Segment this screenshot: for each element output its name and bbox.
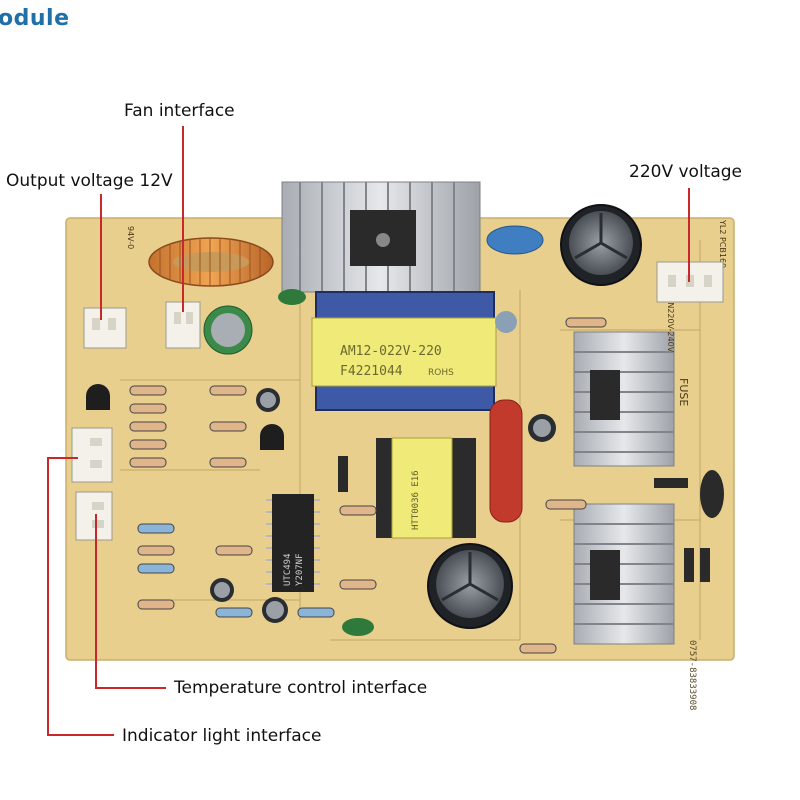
transformer-label-1: AM12-022V-220 [340, 344, 442, 359]
capacitor-large-top [560, 204, 642, 286]
right-heatsink-top [573, 331, 675, 467]
indicator-callout-line [47, 457, 114, 736]
resistors [129, 317, 607, 654]
indicator-interface-label: Indicator light interface [122, 726, 322, 746]
pwm-ic: UTC494 Y207NF [266, 494, 320, 592]
silk-input: IN220V-240V [666, 300, 675, 353]
output-connector [83, 307, 127, 349]
transformer-label-2: F4221044 [340, 364, 403, 379]
film-capacitor [489, 399, 523, 523]
fan-connector [165, 301, 201, 349]
diodes [338, 456, 710, 582]
temperature-connector [75, 491, 113, 541]
fan-interface-label: Fan interface [124, 101, 235, 121]
brand-logo-text: odule [0, 6, 70, 31]
ic-label-2: Y207NF [295, 553, 305, 586]
capacitor-large-bottom [427, 543, 513, 629]
mains-voltage-label: 220V voltage [629, 162, 742, 182]
silk-fuse: FUSE [677, 378, 690, 406]
indicator-connector [71, 427, 113, 483]
toroid-coil [148, 237, 274, 287]
temperature-callout-line [95, 514, 166, 689]
output-voltage-label: Output voltage 12V [6, 171, 173, 191]
mains-connector [656, 261, 724, 303]
silk-phone: 0757-83833908 [687, 640, 697, 710]
transformer-rohs: ROHS [428, 368, 454, 378]
ic-label-1: UTC494 [283, 553, 293, 586]
silk-pcb-code: YL2 PCB160 [718, 219, 727, 268]
main-heatsink [281, 181, 481, 293]
main-transformer: AM12-022V-220 F4221044 ROHS [311, 291, 497, 411]
small-transformer: HTT0036 E16 [376, 437, 476, 539]
y-capacitor [486, 225, 544, 255]
right-heatsink-bottom [573, 503, 675, 645]
temperature-interface-label: Temperature control interface [174, 678, 428, 698]
silk-rating: 94V-0 [126, 226, 135, 249]
callout-lines [47, 126, 690, 736]
transistors [86, 384, 724, 518]
small-capacitors [210, 289, 556, 636]
small-xfmr-label: HTT0036 E16 [411, 470, 421, 530]
capacitor-green [203, 305, 253, 355]
